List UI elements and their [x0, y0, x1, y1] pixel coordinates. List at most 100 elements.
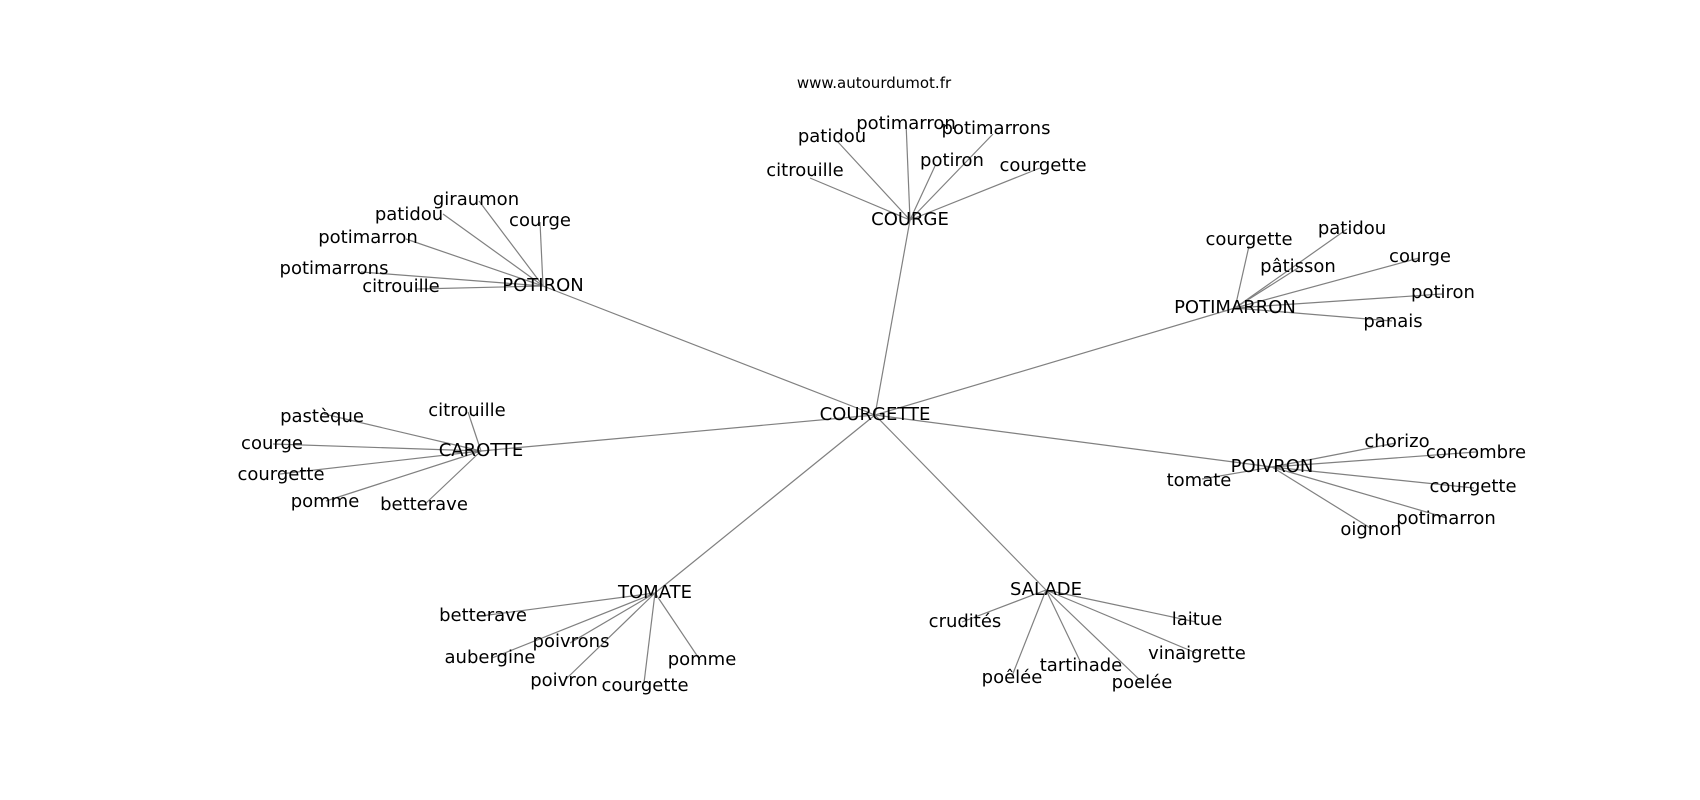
edge-potiron-potimarron [405, 238, 544, 287]
edge-courge-potimarrons [909, 133, 994, 221]
node-leaf-courge-potimarron[interactable]: potimarron [856, 113, 956, 134]
node-leaf-potimarron-potiron[interactable]: potiron [1411, 282, 1475, 303]
node-leaf-potiron-potimarrons[interactable]: potimarrons [280, 258, 389, 279]
node-leaf-poivron-tomate[interactable]: tomate [1167, 470, 1232, 491]
node-leaf-potiron-patidou[interactable]: patidou [375, 204, 443, 225]
node-leaf-poivron-potimarron[interactable]: potimarron [1396, 508, 1496, 529]
edge-center-courge [874, 219, 911, 416]
node-leaf-courge-citrouille[interactable]: citrouille [766, 160, 843, 181]
node-leaf-carotte-pasteque[interactable]: pastèque [280, 406, 364, 427]
node-leaf-poivron-concombre[interactable]: concombre [1426, 442, 1526, 463]
edge-center-potimarron [874, 307, 1236, 416]
node-leaf-potiron-courge[interactable]: courge [509, 210, 571, 231]
node-hub-potimarron[interactable]: POTIMARRON [1174, 297, 1296, 318]
node-center-courgette[interactable]: COURGETTE [820, 404, 931, 425]
edge-salade-poelee [1045, 589, 1143, 683]
edge-courge-courgette [909, 167, 1041, 221]
edge-salade-poelee [1011, 589, 1047, 677]
edge-poivron-potimarron [1271, 466, 1448, 519]
node-hub-potiron[interactable]: POTIRON [502, 275, 583, 296]
edge-poivron-concombre [1271, 451, 1477, 468]
graph-edges [272, 121, 1477, 684]
edge-potiron-potimarrons [360, 271, 544, 287]
node-leaf-carotte-betterave[interactable]: betterave [380, 494, 468, 515]
edge-carotte-pasteque [323, 413, 482, 452]
node-leaf-potiron-giraumon[interactable]: giraumon [433, 189, 519, 210]
edge-carotte-courge [272, 443, 482, 452]
node-leaf-carotte-courgette[interactable]: courgette [237, 464, 324, 485]
edge-center-carotte [480, 414, 876, 452]
node-leaf-poivron-oignon[interactable]: oignon [1340, 519, 1401, 540]
node-hub-salade[interactable]: SALADE [1010, 579, 1082, 600]
edge-tomate-betterave [480, 592, 656, 617]
site-url-label: www.autourdumot.fr [797, 74, 952, 92]
edge-center-potiron [542, 285, 876, 416]
edge-salade-crudites [961, 589, 1047, 623]
edge-center-poivron [874, 414, 1273, 468]
node-leaf-poivron-chorizo[interactable]: chorizo [1364, 431, 1429, 452]
edge-salade-tartinade [1045, 589, 1082, 664]
edge-salade-vinaigrette [1045, 589, 1197, 654]
edge-courge-potimarron [905, 121, 911, 221]
edge-potimarron-potiron [1234, 293, 1443, 309]
edge-courge-citrouille [809, 177, 911, 221]
edge-poivron-chorizo [1271, 442, 1397, 468]
node-hub-poivron[interactable]: POIVRON [1231, 456, 1314, 477]
node-hub-courge[interactable]: COURGE [871, 209, 949, 230]
node-leaf-salade-tartinade[interactable]: tartinade [1040, 655, 1123, 676]
node-leaf-potimarron-panais[interactable]: panais [1363, 311, 1422, 332]
edge-courge-potiron [909, 165, 936, 221]
node-leaf-carotte-courge[interactable]: courge [241, 433, 303, 454]
node-leaf-salade-crudites[interactable]: crudités [929, 611, 1002, 632]
edge-tomate-courgette [643, 592, 656, 684]
edge-tomate-poivron [564, 592, 656, 681]
node-leaf-poivron-courgette[interactable]: courgette [1429, 476, 1516, 497]
node-leaf-courge-courgette[interactable]: courgette [999, 155, 1086, 176]
node-leaf-salade-laitue[interactable]: laitue [1172, 609, 1223, 630]
edge-potimarron-patidou [1234, 228, 1348, 309]
edge-potiron-citrouille [416, 285, 544, 290]
node-leaf-tomate-aubergine[interactable]: aubergine [445, 647, 536, 668]
edge-poivron-courgette [1271, 466, 1475, 489]
node-hub-carotte[interactable]: CAROTTE [439, 440, 524, 461]
edge-carotte-citrouille [467, 411, 482, 452]
edge-salade-laitue [1045, 589, 1197, 623]
node-leaf-courge-patidou[interactable]: patidou [798, 126, 866, 147]
node-leaf-salade-vinaigrette[interactable]: vinaigrette [1148, 643, 1246, 664]
node-leaf-courge-potimarrons[interactable]: potimarrons [942, 118, 1051, 139]
edge-courge-patidou [837, 141, 911, 221]
edge-potiron-patidou [442, 213, 544, 287]
edge-poivron-tomate [1201, 466, 1273, 480]
edge-center-tomate [654, 414, 876, 594]
edge-potimarron-courgette [1234, 245, 1250, 309]
node-leaf-carotte-citrouille[interactable]: citrouille [428, 400, 505, 421]
edge-tomate-pomme [654, 592, 701, 661]
edge-potimarron-panais [1234, 307, 1393, 322]
edge-carotte-pomme [325, 450, 482, 502]
node-leaf-potimarron-courgette[interactable]: courgette [1205, 229, 1292, 250]
node-leaf-tomate-betterave[interactable]: betterave [439, 605, 527, 626]
node-leaf-tomate-courgette[interactable]: courgette [601, 675, 688, 696]
node-leaf-tomate-poivrons[interactable]: poivrons [533, 631, 610, 652]
node-leaf-courge-potiron[interactable]: potiron [920, 150, 984, 171]
node-leaf-potimarron-patidou[interactable]: patidou [1318, 218, 1386, 239]
edge-poivron-oignon [1271, 466, 1373, 530]
edge-potiron-giraumon [478, 200, 544, 287]
node-leaf-potiron-potimarron[interactable]: potimarron [318, 227, 418, 248]
node-leaf-tomate-pomme[interactable]: pomme [668, 649, 737, 670]
node-leaf-salade-poelee[interactable]: poêlée [982, 667, 1043, 688]
node-leaf-potimarron-courge[interactable]: courge [1389, 246, 1451, 267]
node-leaf-carotte-pomme[interactable]: pomme [291, 491, 360, 512]
node-leaf-potiron-citrouille[interactable]: citrouille [362, 276, 439, 297]
edge-potiron-courge [539, 221, 544, 287]
node-leaf-potimarron-patisson[interactable]: pâtisson [1260, 256, 1336, 277]
node-hub-tomate[interactable]: TOMATE [617, 582, 692, 603]
edge-carotte-betterave [423, 450, 482, 506]
edge-tomate-aubergine [491, 592, 656, 659]
edge-tomate-poivrons [569, 592, 656, 644]
node-leaf-tomate-poivron[interactable]: poivron [530, 670, 598, 691]
edge-potimarron-patisson [1234, 267, 1299, 309]
node-leaf-salade-poelee[interactable]: poelée [1112, 672, 1173, 693]
